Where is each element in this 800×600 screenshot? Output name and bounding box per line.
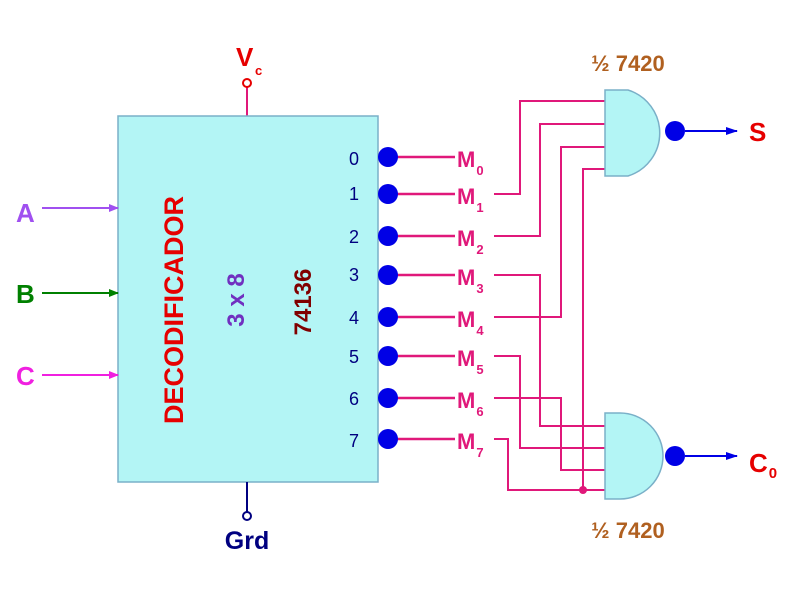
output-s-label: S [749, 117, 766, 147]
pin-number-4: 4 [349, 308, 359, 328]
pin-number-3: 3 [349, 265, 359, 285]
minterm-label-1: M1 [457, 184, 484, 215]
output-c-label: C0 [749, 448, 777, 482]
input-c-label: C [16, 361, 35, 391]
pin-number-0: 0 [349, 149, 359, 169]
minterm-label-7: M7 [457, 429, 484, 460]
pin-number-1: 1 [349, 184, 359, 204]
carry-output-bubble [665, 446, 685, 466]
pin-number-5: 5 [349, 347, 359, 367]
chip-part-number: 74136 [290, 269, 317, 336]
wire-junction [579, 486, 587, 494]
sum-output-bubble [665, 121, 685, 141]
pin-number-6: 6 [349, 389, 359, 409]
vc-label: V [236, 42, 254, 72]
input-a-label: A [16, 198, 35, 228]
minterm-label-3: M3 [457, 265, 484, 296]
output-stubs [388, 155, 455, 441]
pin-number-2: 2 [349, 227, 359, 247]
nand-gate-sum [604, 89, 661, 177]
ground-terminal [242, 511, 252, 521]
chip-size: 3 x 8 [223, 273, 250, 326]
ground-label: Grd [225, 527, 269, 555]
minterm-label-4: M4 [457, 307, 484, 338]
pin-number-7: 7 [349, 431, 359, 451]
minterm-label-6: M6 [457, 388, 484, 419]
input-b-label: B [16, 279, 35, 309]
vc-terminal [242, 78, 252, 88]
vc-subscript: c [255, 63, 262, 78]
minterm-label-0: M0 [457, 147, 484, 178]
routing-wires [494, 100, 605, 491]
gate-label-bottom: ½ 7420 [591, 518, 664, 543]
gate-label-top: ½ 7420 [591, 51, 664, 76]
minterm-label-5: M5 [457, 346, 484, 377]
chip-name: DECODIFICADOR [159, 196, 189, 424]
nand-gate-carry [604, 412, 664, 500]
output-bubbles [378, 147, 398, 449]
minterm-label-2: M2 [457, 226, 484, 257]
